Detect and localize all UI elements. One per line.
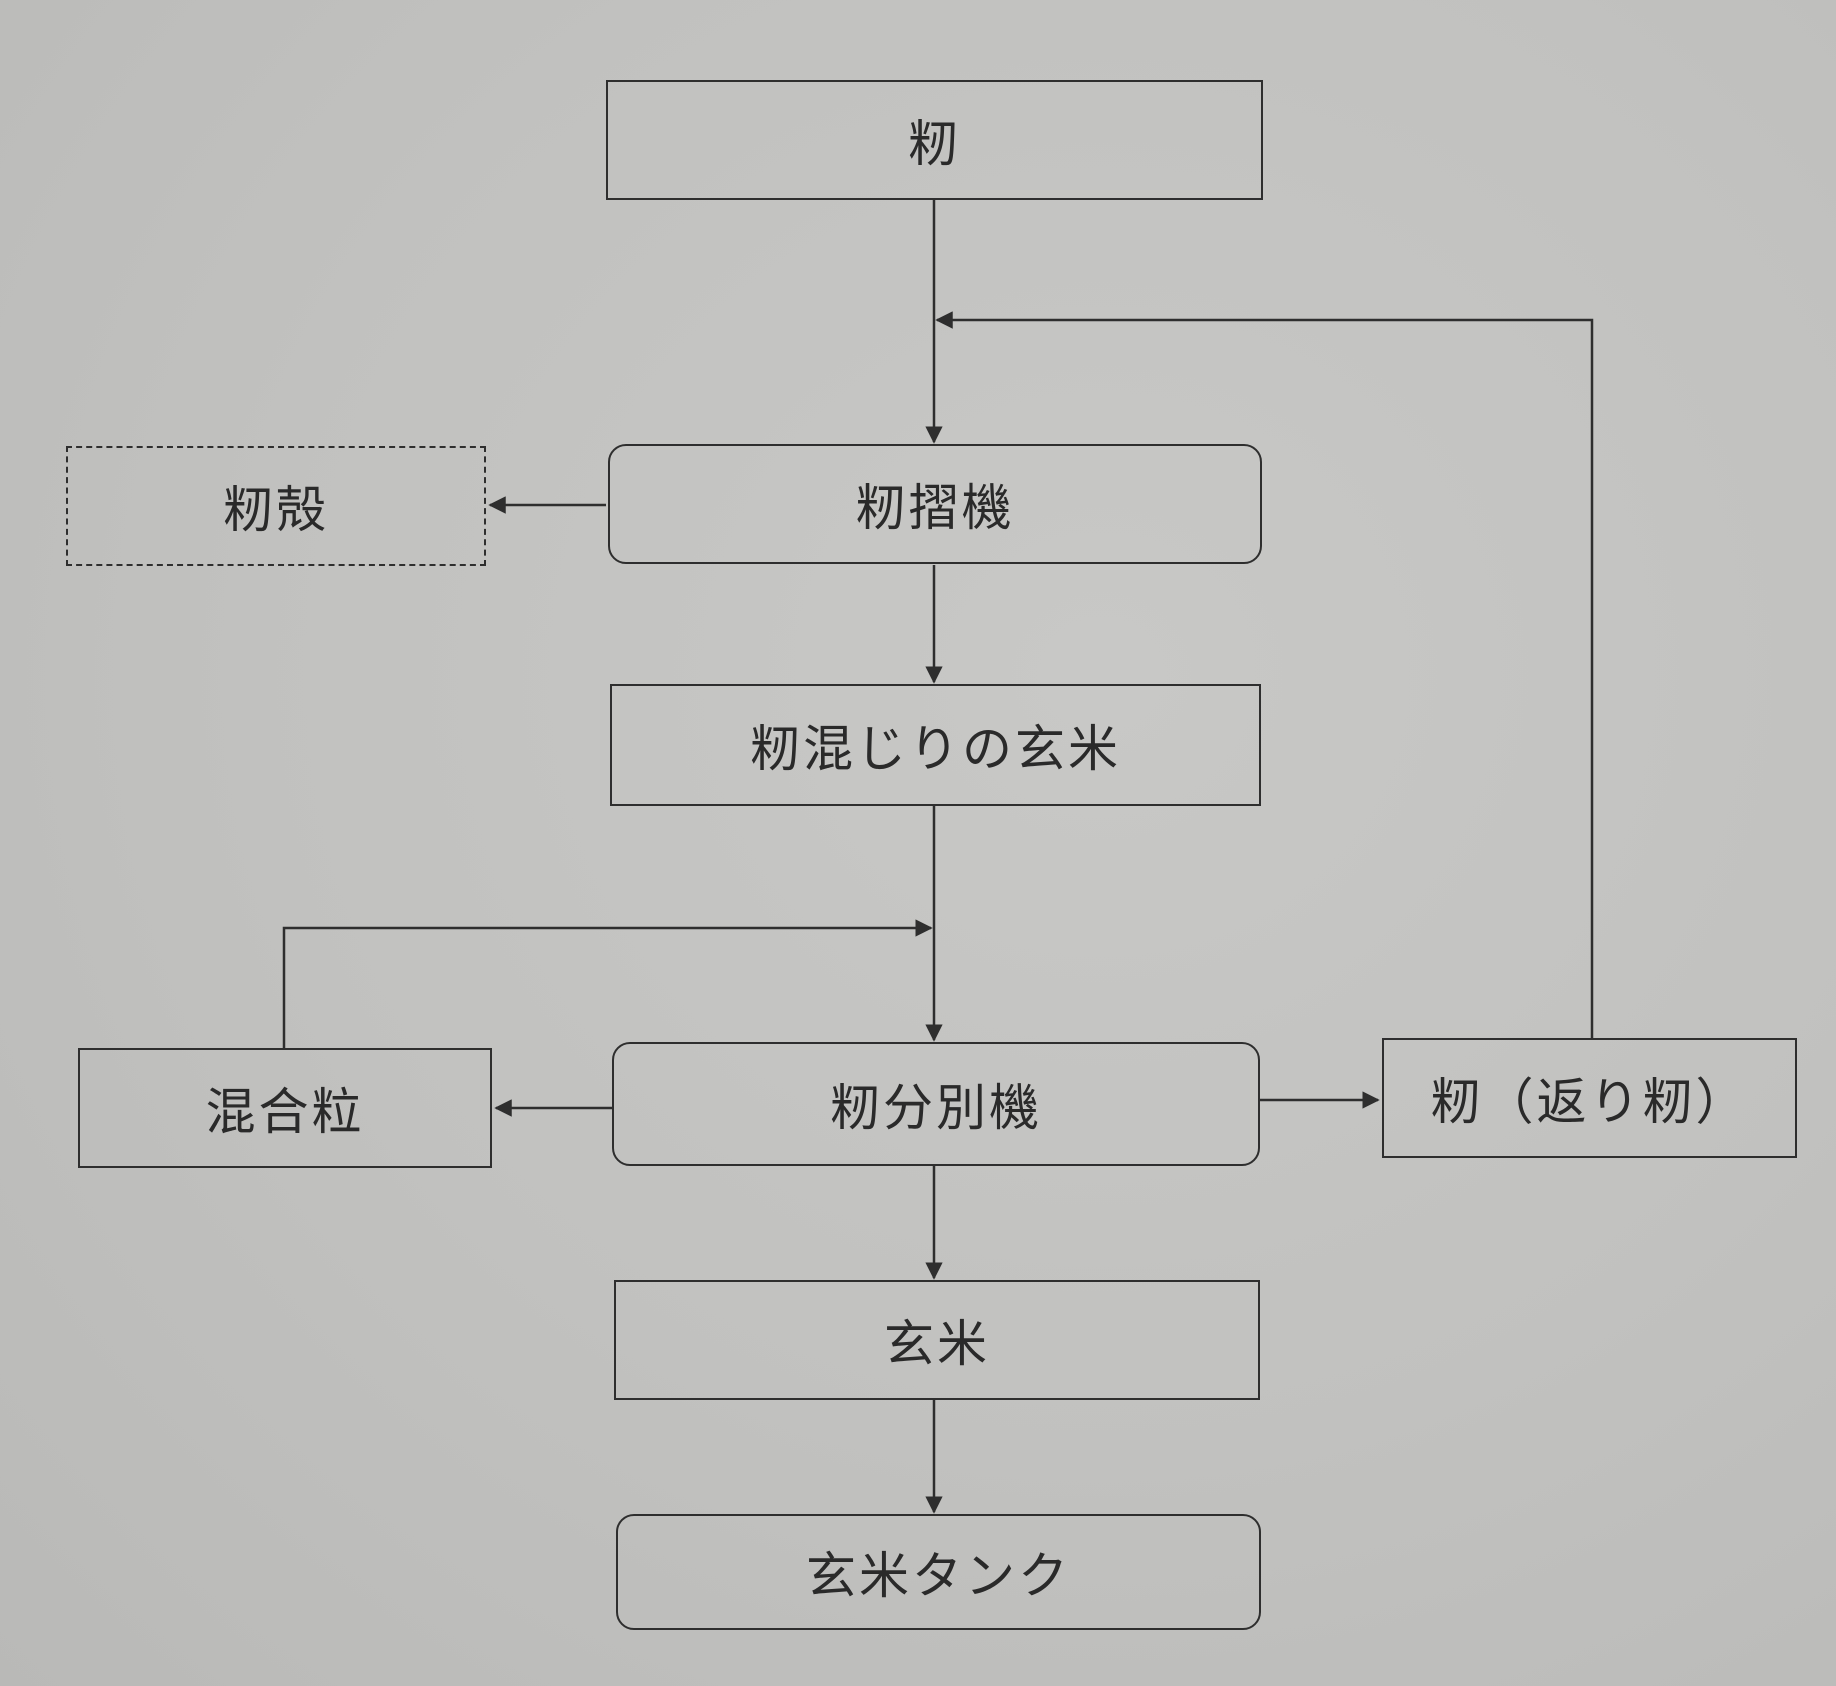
node-momi-kaeri: 籾（返り籾） bbox=[1382, 1038, 1797, 1158]
node-genmai: 玄米 bbox=[614, 1280, 1260, 1400]
node-genmai-tank-label: 玄米タンク bbox=[806, 1547, 1071, 1605]
node-momi-label: 籾 bbox=[908, 115, 961, 173]
node-momi-majiri-genmai-label: 籾混じりの玄米 bbox=[750, 720, 1121, 778]
node-momi-bunbetsu-ki: 籾分別機 bbox=[612, 1042, 1260, 1166]
node-momi-majiri-genmai: 籾混じりの玄米 bbox=[610, 684, 1261, 806]
node-genmai-tank: 玄米タンク bbox=[616, 1514, 1261, 1630]
node-genmai-label: 玄米 bbox=[884, 1315, 990, 1373]
node-momigara: 籾殻 bbox=[66, 446, 486, 566]
node-momigara-label: 籾殻 bbox=[223, 481, 329, 539]
node-kongouryuu-label: 混合粒 bbox=[205, 1083, 365, 1141]
node-momisuri-ki: 籾摺機 bbox=[608, 444, 1262, 564]
node-momi: 籾 bbox=[606, 80, 1263, 200]
arrow-mixed-grain-return bbox=[282, 919, 933, 1048]
node-momi-kaeri-label: 籾（返り籾） bbox=[1430, 1073, 1749, 1131]
node-kongouryuu: 混合粒 bbox=[78, 1048, 492, 1168]
arrow-return-to-husker bbox=[935, 311, 1594, 1038]
node-momisuri-ki-label: 籾摺機 bbox=[855, 479, 1015, 537]
node-momi-bunbetsu-ki-label: 籾分別機 bbox=[830, 1079, 1042, 1137]
